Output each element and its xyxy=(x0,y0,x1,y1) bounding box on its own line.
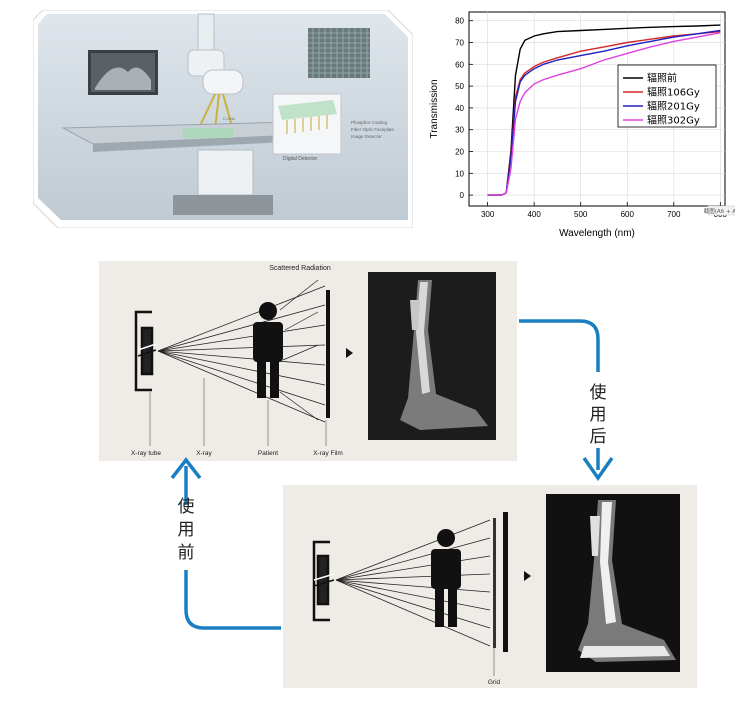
y-tick-label: 50 xyxy=(455,82,464,91)
y-tick-label: 40 xyxy=(455,104,464,113)
legend-label-0: 辐照前 xyxy=(647,72,677,85)
x-tick-label: 400 xyxy=(527,210,541,219)
patient-label: Patient xyxy=(258,450,278,457)
y-tick-label: 60 xyxy=(455,60,464,69)
screenshot-badge: 截图(Alt + A) xyxy=(704,207,735,215)
xray-tube-label: X-ray tube xyxy=(131,450,161,457)
x-tick-label: 500 xyxy=(574,210,588,219)
flat-panel-label: Digital Detector xyxy=(283,156,318,162)
xray-room-illustration: Digital Detector Phosphor Coating Fiber … xyxy=(32,9,414,229)
grid-flow-diagram: Scattered Radiation X-ray tube X-ray Pat… xyxy=(0,250,740,696)
patient-icon-2 xyxy=(431,529,461,627)
xray-film-label: X-ray Film xyxy=(313,450,343,457)
xray-tube-icon-2 xyxy=(312,540,335,622)
callout-phosphor: Phosphor Coating xyxy=(351,120,388,125)
series-line-3 xyxy=(487,32,721,196)
y-tick-label: 80 xyxy=(455,17,464,26)
after-use-char-1: 使 xyxy=(590,382,607,403)
grid-pattern xyxy=(308,28,370,78)
y-tick-label: 10 xyxy=(455,169,464,178)
xray-tube-icon xyxy=(134,310,157,392)
before-use-char-3: 前 xyxy=(178,543,195,563)
callout-faceplate: Fiber Optic Faceplate xyxy=(351,127,395,132)
legend-label-1: 辐照106Gy xyxy=(647,86,700,99)
after-use-char-2: 用 xyxy=(590,405,607,425)
xray-image-sharp xyxy=(546,494,680,672)
x-tick-label: 700 xyxy=(667,210,681,219)
y-axis-label: Transmission xyxy=(429,79,440,138)
before-use-char-2: 用 xyxy=(178,520,195,540)
xray-film xyxy=(326,290,330,418)
arrow-before-use xyxy=(170,457,281,630)
before-use-char-1: 使 xyxy=(178,496,195,517)
x-axis-label: Wavelength (nm) xyxy=(559,228,635,238)
transmission-chart: 30040050060070080001020304050607080 Wave… xyxy=(425,6,738,239)
x-tick-label: 600 xyxy=(621,210,635,219)
xray-label: X-ray xyxy=(196,450,212,457)
after-use-char-3: 后 xyxy=(590,427,607,447)
y-tick-label: 0 xyxy=(460,191,465,200)
callout-detector: Image Detector xyxy=(351,134,382,139)
xray-beams-2 xyxy=(335,519,491,647)
y-tick-label: 70 xyxy=(455,39,464,48)
legend-label-3: 辐照302Gy xyxy=(647,114,700,127)
scattered-radiation-label: Scattered Radiation xyxy=(269,265,331,272)
grid-plate xyxy=(493,512,508,652)
small-label: C-Grid xyxy=(223,116,235,121)
series-line-2 xyxy=(487,29,721,196)
xray-image-blurry xyxy=(368,272,496,440)
patient-icon xyxy=(253,302,283,398)
legend-label-2: 辐照201Gy xyxy=(647,100,700,113)
y-tick-label: 30 xyxy=(455,126,464,135)
arrow-after-use xyxy=(519,319,614,482)
grid-label: Grid xyxy=(488,679,501,686)
x-tick-label: 300 xyxy=(481,210,495,219)
y-tick-label: 20 xyxy=(455,148,464,157)
